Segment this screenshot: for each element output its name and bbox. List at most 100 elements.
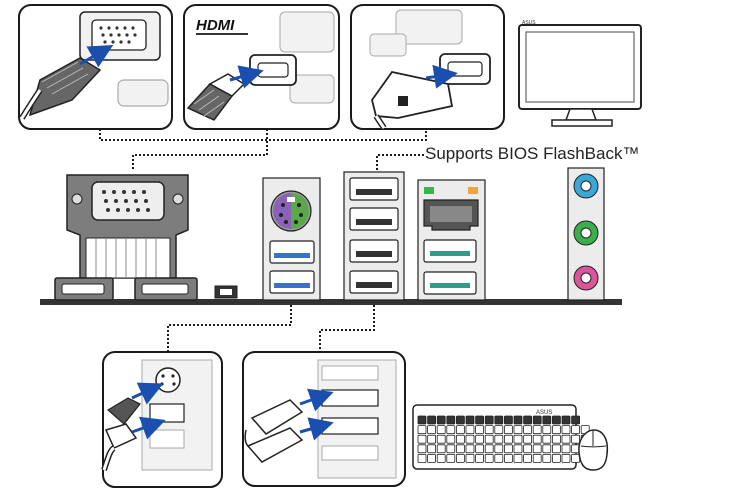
ps2-usb3-stack (262, 177, 321, 301)
keyboard-key (532, 415, 542, 425)
keyboard-key (513, 425, 523, 435)
keyboard-key (427, 425, 437, 435)
keyboard-key (542, 425, 552, 435)
keyboard-key (427, 415, 437, 425)
keyboard-key (446, 425, 456, 435)
keyboard-key (532, 434, 542, 444)
keyboard-key (455, 444, 465, 454)
keyboard-key (494, 453, 504, 463)
keyboard-key (465, 415, 475, 425)
keyboard-keys (417, 415, 590, 463)
keyboard-key (436, 444, 446, 454)
keyboard-key (503, 453, 513, 463)
keyboard-key (475, 434, 485, 444)
lan-usb-stack (417, 179, 486, 301)
audio-jacks (567, 167, 605, 301)
bios-flashback-button (214, 285, 238, 299)
ps2-usb-connection-callout (101, 351, 223, 488)
keyboard-key (532, 453, 542, 463)
keyboard-key (503, 444, 513, 454)
keyboard-key (475, 425, 485, 435)
keyboard-key (417, 415, 427, 425)
keyboard-key (427, 434, 437, 444)
keyboard-key (513, 434, 523, 444)
keyboard-key (475, 453, 485, 463)
keyboard-key (523, 453, 532, 463)
keyboard-key (446, 444, 456, 454)
keyboard-key (465, 425, 475, 435)
keyboard-key (552, 444, 561, 454)
keyboard-key (436, 415, 446, 425)
keyboard-key (465, 434, 475, 444)
keyboard-key (552, 453, 561, 463)
vga-connection-callout (18, 4, 173, 130)
keyboard-key (417, 453, 427, 463)
keyboard-key (484, 444, 494, 454)
keyboard-key (561, 425, 571, 435)
keyboard-key (571, 425, 580, 435)
keyboard-key (446, 415, 456, 425)
keyboard-key (513, 444, 523, 454)
keyboard-key (417, 425, 427, 435)
keyboard-key (552, 425, 561, 435)
keyboard-key (523, 434, 532, 444)
keyboard-key (455, 415, 465, 425)
keyboard-key (571, 434, 580, 444)
displayport-connection-callout (350, 4, 505, 130)
monitor-illustration: ASUS (518, 20, 642, 127)
keyboard-key (561, 415, 571, 425)
mouse-illustration (578, 429, 609, 471)
hdmi-logo: HDMI (196, 17, 235, 34)
keyboard-key (513, 415, 523, 425)
keyboard-key (513, 453, 523, 463)
top-leader-lines (99, 129, 427, 170)
keyboard-key (446, 453, 456, 463)
keyboard-key (455, 425, 465, 435)
keyboard-key (494, 415, 504, 425)
keyboard-key (523, 425, 532, 435)
keyboard-key (436, 434, 446, 444)
keyboard-key (484, 434, 494, 444)
keyboard-key (552, 434, 561, 444)
keyboard-key (455, 434, 465, 444)
keyboard-key (446, 434, 456, 444)
keyboard-key (571, 415, 580, 425)
keyboard-key (542, 434, 552, 444)
monitor-brand-logo: ASUS (522, 20, 536, 26)
keyboard-key (503, 415, 513, 425)
keyboard-brand-logo: ASUS (536, 410, 552, 416)
bottom-leader-lines (167, 305, 375, 352)
keyboard-key (484, 415, 494, 425)
keyboard-key (561, 444, 571, 454)
bios-flashback-label: Supports BIOS FlashBack™ (425, 144, 640, 163)
keyboard-key (542, 444, 552, 454)
usb-connection-callout (242, 351, 406, 487)
keyboard-key (465, 444, 475, 454)
keyboard-key (571, 453, 580, 463)
keyboard-key (561, 434, 571, 444)
keyboard-key (532, 425, 542, 435)
keyboard-key (494, 434, 504, 444)
keyboard-key (523, 415, 532, 425)
video-port-block (54, 174, 198, 301)
keyboard-key (523, 444, 532, 454)
keyboard-key (494, 425, 504, 435)
keyboard-key (532, 444, 542, 454)
keyboard-illustration: ASUS (412, 404, 590, 470)
keyboard-key (475, 415, 485, 425)
keyboard-key (503, 425, 513, 435)
usb2-stack (343, 171, 405, 301)
keyboard-key (561, 453, 571, 463)
keyboard-key (484, 425, 494, 435)
keyboard-key (484, 453, 494, 463)
keyboard-key (427, 444, 437, 454)
keyboard-key (436, 453, 446, 463)
keyboard-key (503, 434, 513, 444)
hdmi-connection-callout: HDMI (183, 4, 340, 130)
keyboard-key (455, 453, 465, 463)
keyboard-key (475, 444, 485, 454)
keyboard-key (552, 415, 561, 425)
keyboard-key (417, 444, 427, 454)
keyboard-key (427, 453, 437, 463)
